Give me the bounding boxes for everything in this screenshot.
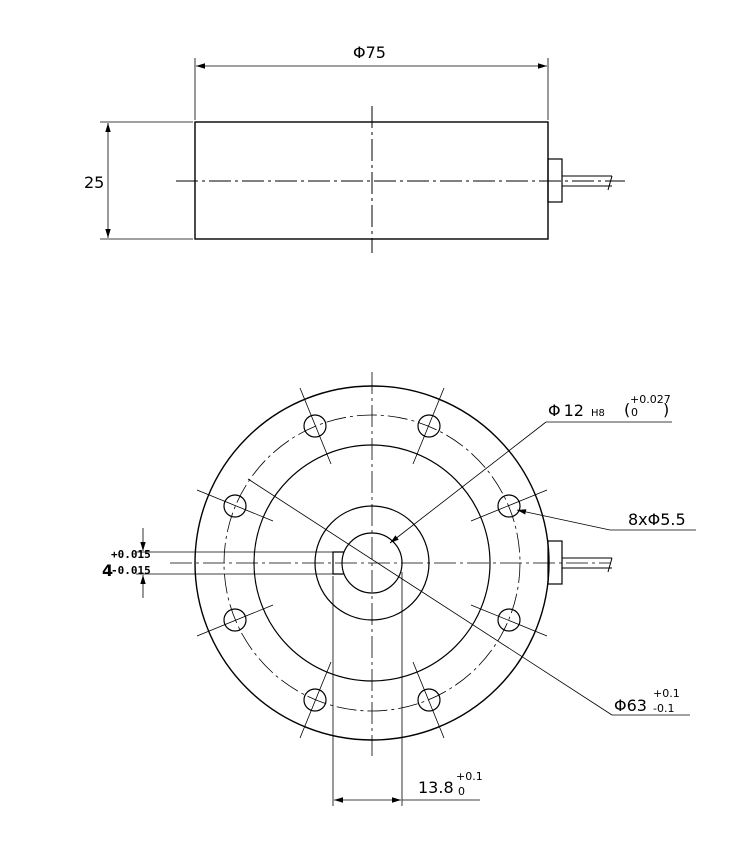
holes-label: 8xΦ5.5 [628,510,686,529]
bore-tol-upper: +0.027 [630,393,671,406]
bore-tol-open: ( [624,400,630,419]
height-label: 25 [84,173,104,192]
mounting-hole [497,608,521,632]
mounting-hole [223,608,247,632]
keyway-width-value: 4 [102,561,113,580]
keyway-depth-tol-upper: +0.1 [456,770,483,783]
mounting-hole [303,688,327,712]
mounting-hole [417,688,441,712]
bolt-circle-label: Φ63 [614,696,647,715]
bolt-circle-leader [247,478,613,716]
mounting-hole [497,494,521,518]
keyway-depth-value: 13.8 [418,778,454,797]
mounting-holes [223,414,521,712]
mounting-hole [303,414,327,438]
diameter-label: Φ75 [353,43,386,62]
bore-tol-lower: 0 [631,406,638,419]
bore-tol-close: ) [663,400,669,419]
hole-center-marks [196,387,548,739]
keyway-depth-tol-lower: 0 [458,785,465,798]
mounting-hole [223,494,247,518]
bolt-circle-tol-upper: +0.1 [653,687,680,700]
top-view [136,372,696,806]
bolt-circle-tol-lower: -0.1 [653,702,674,715]
top-connector [547,540,563,585]
side-view [100,58,625,253]
keyway-width-tol-upper: +0.015 [111,548,151,561]
bore-leader [389,421,547,544]
keyway-width-tol-lower: -0.015 [111,564,151,577]
mounting-hole [417,414,441,438]
holes-leader [516,509,611,531]
